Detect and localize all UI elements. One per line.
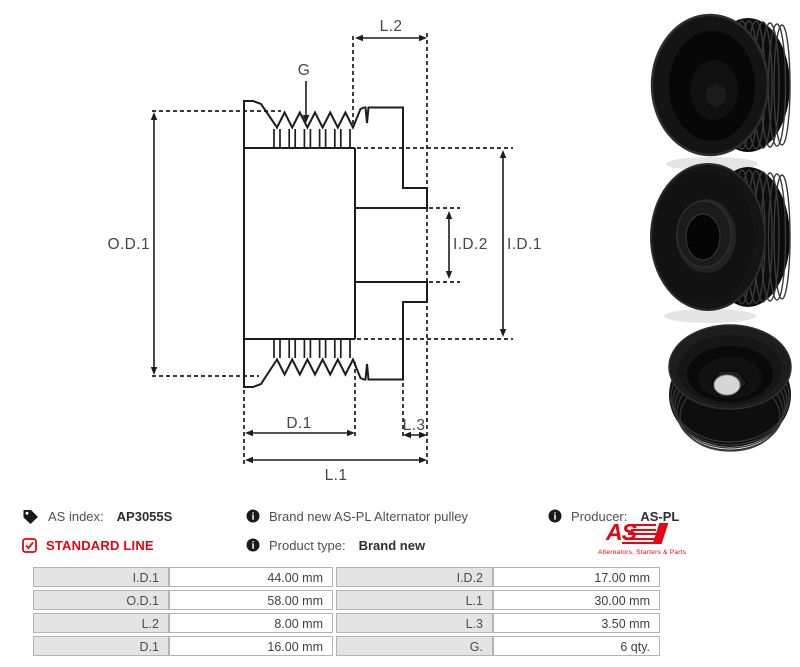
spec-value: 30.00 mm <box>493 590 660 610</box>
spec-table-left: I.D.1 44.00 mm O.D.1 58.00 mm L.2 8.00 m… <box>33 567 333 656</box>
as-pl-logo-tagline: Alternators, Starters & Parts <box>598 549 687 556</box>
as-pl-logo: AS Alternators, Starters & Parts <box>598 519 710 556</box>
info-icon: i <box>246 509 260 523</box>
product-type-line: i Product type: Brand new <box>246 536 468 554</box>
tag-icon <box>22 508 39 525</box>
dimension-arrowheads <box>150 34 507 464</box>
producer-value: AS-PL <box>640 508 680 524</box>
product-photos <box>650 13 792 452</box>
info-icon: i <box>246 538 260 552</box>
svg-text:i: i <box>252 512 255 523</box>
pulley-photo-rear <box>650 163 791 323</box>
spec-value: 3.50 mm <box>493 613 660 633</box>
dimension-labels: L.2 G O.D.1 I.D.2 I.D.1 D.1 L.3 L.1 <box>108 18 542 484</box>
dim-label-od1: O.D.1 <box>108 236 150 253</box>
dim-label-g: G <box>298 62 310 79</box>
spec-label: D.1 <box>33 636 169 656</box>
as-pl-logo-mark: AS <box>598 519 710 546</box>
product-type-value: Brand new <box>358 537 426 553</box>
spec-label: L.3 <box>336 613 493 633</box>
info-column-index: AS index: AP3055S STANDARD LINE <box>22 507 172 565</box>
spec-table-right: I.D.2 17.00 mm L.1 30.00 mm L.3 3.50 mm … <box>336 567 660 656</box>
dim-label-l2: L.2 <box>380 18 403 35</box>
dim-label-id2: I.D.2 <box>453 236 488 253</box>
spec-value: 6 qty. <box>493 636 660 656</box>
spec-label: O.D.1 <box>33 590 169 610</box>
groove-slots <box>273 129 351 358</box>
spec-value: 44.00 mm <box>169 567 333 587</box>
spec-table: I.D.1 44.00 mm O.D.1 58.00 mm L.2 8.00 m… <box>33 567 660 656</box>
as-index-label: AS index: <box>48 508 104 524</box>
info-icon: i <box>548 509 562 523</box>
description-line: i Brand new AS-PL Alternator pulley <box>246 507 468 525</box>
standard-line-label: STANDARD LINE <box>46 537 154 553</box>
spec-value: 16.00 mm <box>169 636 333 656</box>
spec-value: 8.00 mm <box>169 613 333 633</box>
svg-text:i: i <box>252 541 255 552</box>
pulley-photo-top <box>668 324 792 452</box>
info-column-producer: i Producer: AS-PL <box>548 507 679 536</box>
dimension-lines <box>153 37 504 461</box>
spec-label: G. <box>336 636 493 656</box>
photo-reflection <box>664 309 756 323</box>
producer-line: i Producer: AS-PL <box>548 507 679 525</box>
pulley-technical-drawing: L.2 G O.D.1 I.D.2 I.D.1 D.1 L.3 L.1 <box>108 18 542 484</box>
as-index-line: AS index: AP3055S <box>22 507 172 525</box>
spec-label: L.2 <box>33 613 169 633</box>
spec-label: I.D.1 <box>33 567 169 587</box>
svg-text:i: i <box>554 512 557 523</box>
as-index-value: AP3055S <box>116 508 173 524</box>
product-type-label: Product type: <box>269 537 346 553</box>
dim-label-d1: D.1 <box>286 415 311 432</box>
pulley-outline <box>243 100 428 388</box>
dim-label-l1: L.1 <box>325 467 348 484</box>
spec-label: L.1 <box>336 590 493 610</box>
spec-label: I.D.2 <box>336 567 493 587</box>
producer-label: Producer: <box>571 508 628 524</box>
checkbox-icon <box>22 537 37 553</box>
description-text: Brand new AS-PL Alternator pulley <box>269 508 468 524</box>
pulley-photo-front <box>650 13 791 171</box>
reference-dashed-lines <box>152 33 513 464</box>
spec-value: 17.00 mm <box>493 567 660 587</box>
standard-line: STANDARD LINE <box>22 536 172 554</box>
info-column-description: i Brand new AS-PL Alternator pulley i Pr… <box>246 507 468 565</box>
dim-label-l3: L.3 <box>403 417 426 434</box>
spec-value: 58.00 mm <box>169 590 333 610</box>
dim-label-id1: I.D.1 <box>507 236 542 253</box>
as-pl-logo-text: AS <box>606 519 637 545</box>
